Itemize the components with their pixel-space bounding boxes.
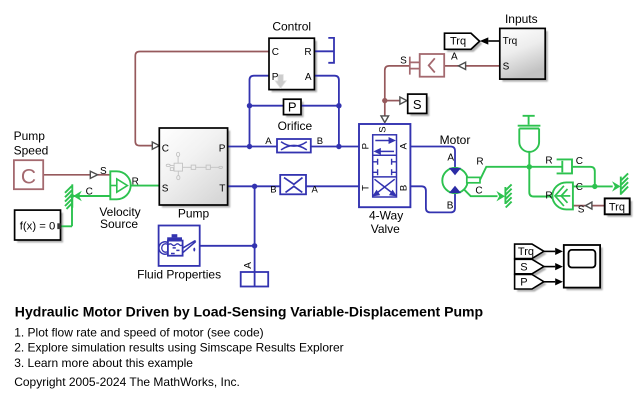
svg-text:A: A [305,72,312,83]
svg-text:S: S [400,55,407,66]
svg-text:R: R [304,47,311,58]
svg-text:Pump: Pump [178,206,210,220]
svg-text:S: S [520,261,527,273]
svg-text:A: A [265,136,272,147]
svg-text:Trq: Trq [503,36,518,47]
svg-text:C: C [86,186,93,197]
svg-text:Motor: Motor [440,133,471,147]
svg-text:1. Plot flow rate and speed of: 1. Plot flow rate and speed of motor (se… [14,325,263,339]
svg-text:Velocity: Velocity [99,205,140,219]
svg-text:C: C [475,186,482,197]
svg-text:S: S [503,62,510,73]
svg-text:P: P [272,72,279,83]
svg-text:Pump: Pump [14,129,46,143]
svg-text:Speed: Speed [14,144,49,158]
svg-text:R: R [132,176,139,187]
svg-text:R: R [545,156,552,167]
svg-text:S: S [578,205,585,216]
svg-text:Source: Source [100,217,138,231]
svg-text:Orifice: Orifice [278,119,313,133]
svg-text:P: P [219,144,226,155]
svg-text:2. Explore simulation results: 2. Explore simulation results using Sims… [14,341,343,355]
svg-text:T: T [361,185,372,191]
svg-text:B: B [399,185,410,191]
svg-text:Hydraulic Motor Driven by Load: Hydraulic Motor Driven by Load-Sensing V… [15,304,483,320]
svg-text:P: P [520,277,527,289]
svg-text:P: P [288,100,297,115]
svg-text:S: S [377,126,388,132]
svg-text:B: B [270,184,276,195]
svg-text:Control: Control [272,19,311,33]
svg-text:4-Way: 4-Way [369,209,403,223]
svg-text:C: C [21,166,36,189]
svg-text:R: R [545,191,552,202]
svg-text:C: C [162,144,169,155]
svg-text:S: S [100,166,107,177]
svg-text:Copyright 2005-2024 The MathWo: Copyright 2005-2024 The MathWorks, Inc. [14,375,240,389]
svg-text:P: P [361,143,372,149]
svg-text:C: C [576,182,583,193]
svg-text:Trq: Trq [450,36,466,48]
svg-text:3. Learn more about this examp: 3. Learn more about this example [14,356,193,370]
svg-text:A: A [312,184,319,195]
svg-text:Trq: Trq [518,246,534,258]
svg-text:Inputs: Inputs [505,12,538,26]
svg-text:R: R [476,157,483,168]
svg-text:f(x) = 0: f(x) = 0 [20,220,55,232]
svg-text:A: A [451,52,458,63]
svg-text:S: S [162,183,169,194]
svg-text:A: A [243,262,254,269]
svg-text:T: T [219,183,225,194]
svg-text:B: B [447,200,454,211]
svg-text:A: A [399,142,410,149]
svg-text:Trq: Trq [609,201,625,213]
svg-text:A: A [447,152,454,163]
svg-text:Valve: Valve [371,222,400,236]
svg-text:S: S [413,97,422,112]
svg-text:B: B [317,136,323,147]
svg-text:Fluid Properties: Fluid Properties [137,267,221,281]
svg-text:C: C [272,47,279,58]
svg-text:C: C [576,156,583,167]
